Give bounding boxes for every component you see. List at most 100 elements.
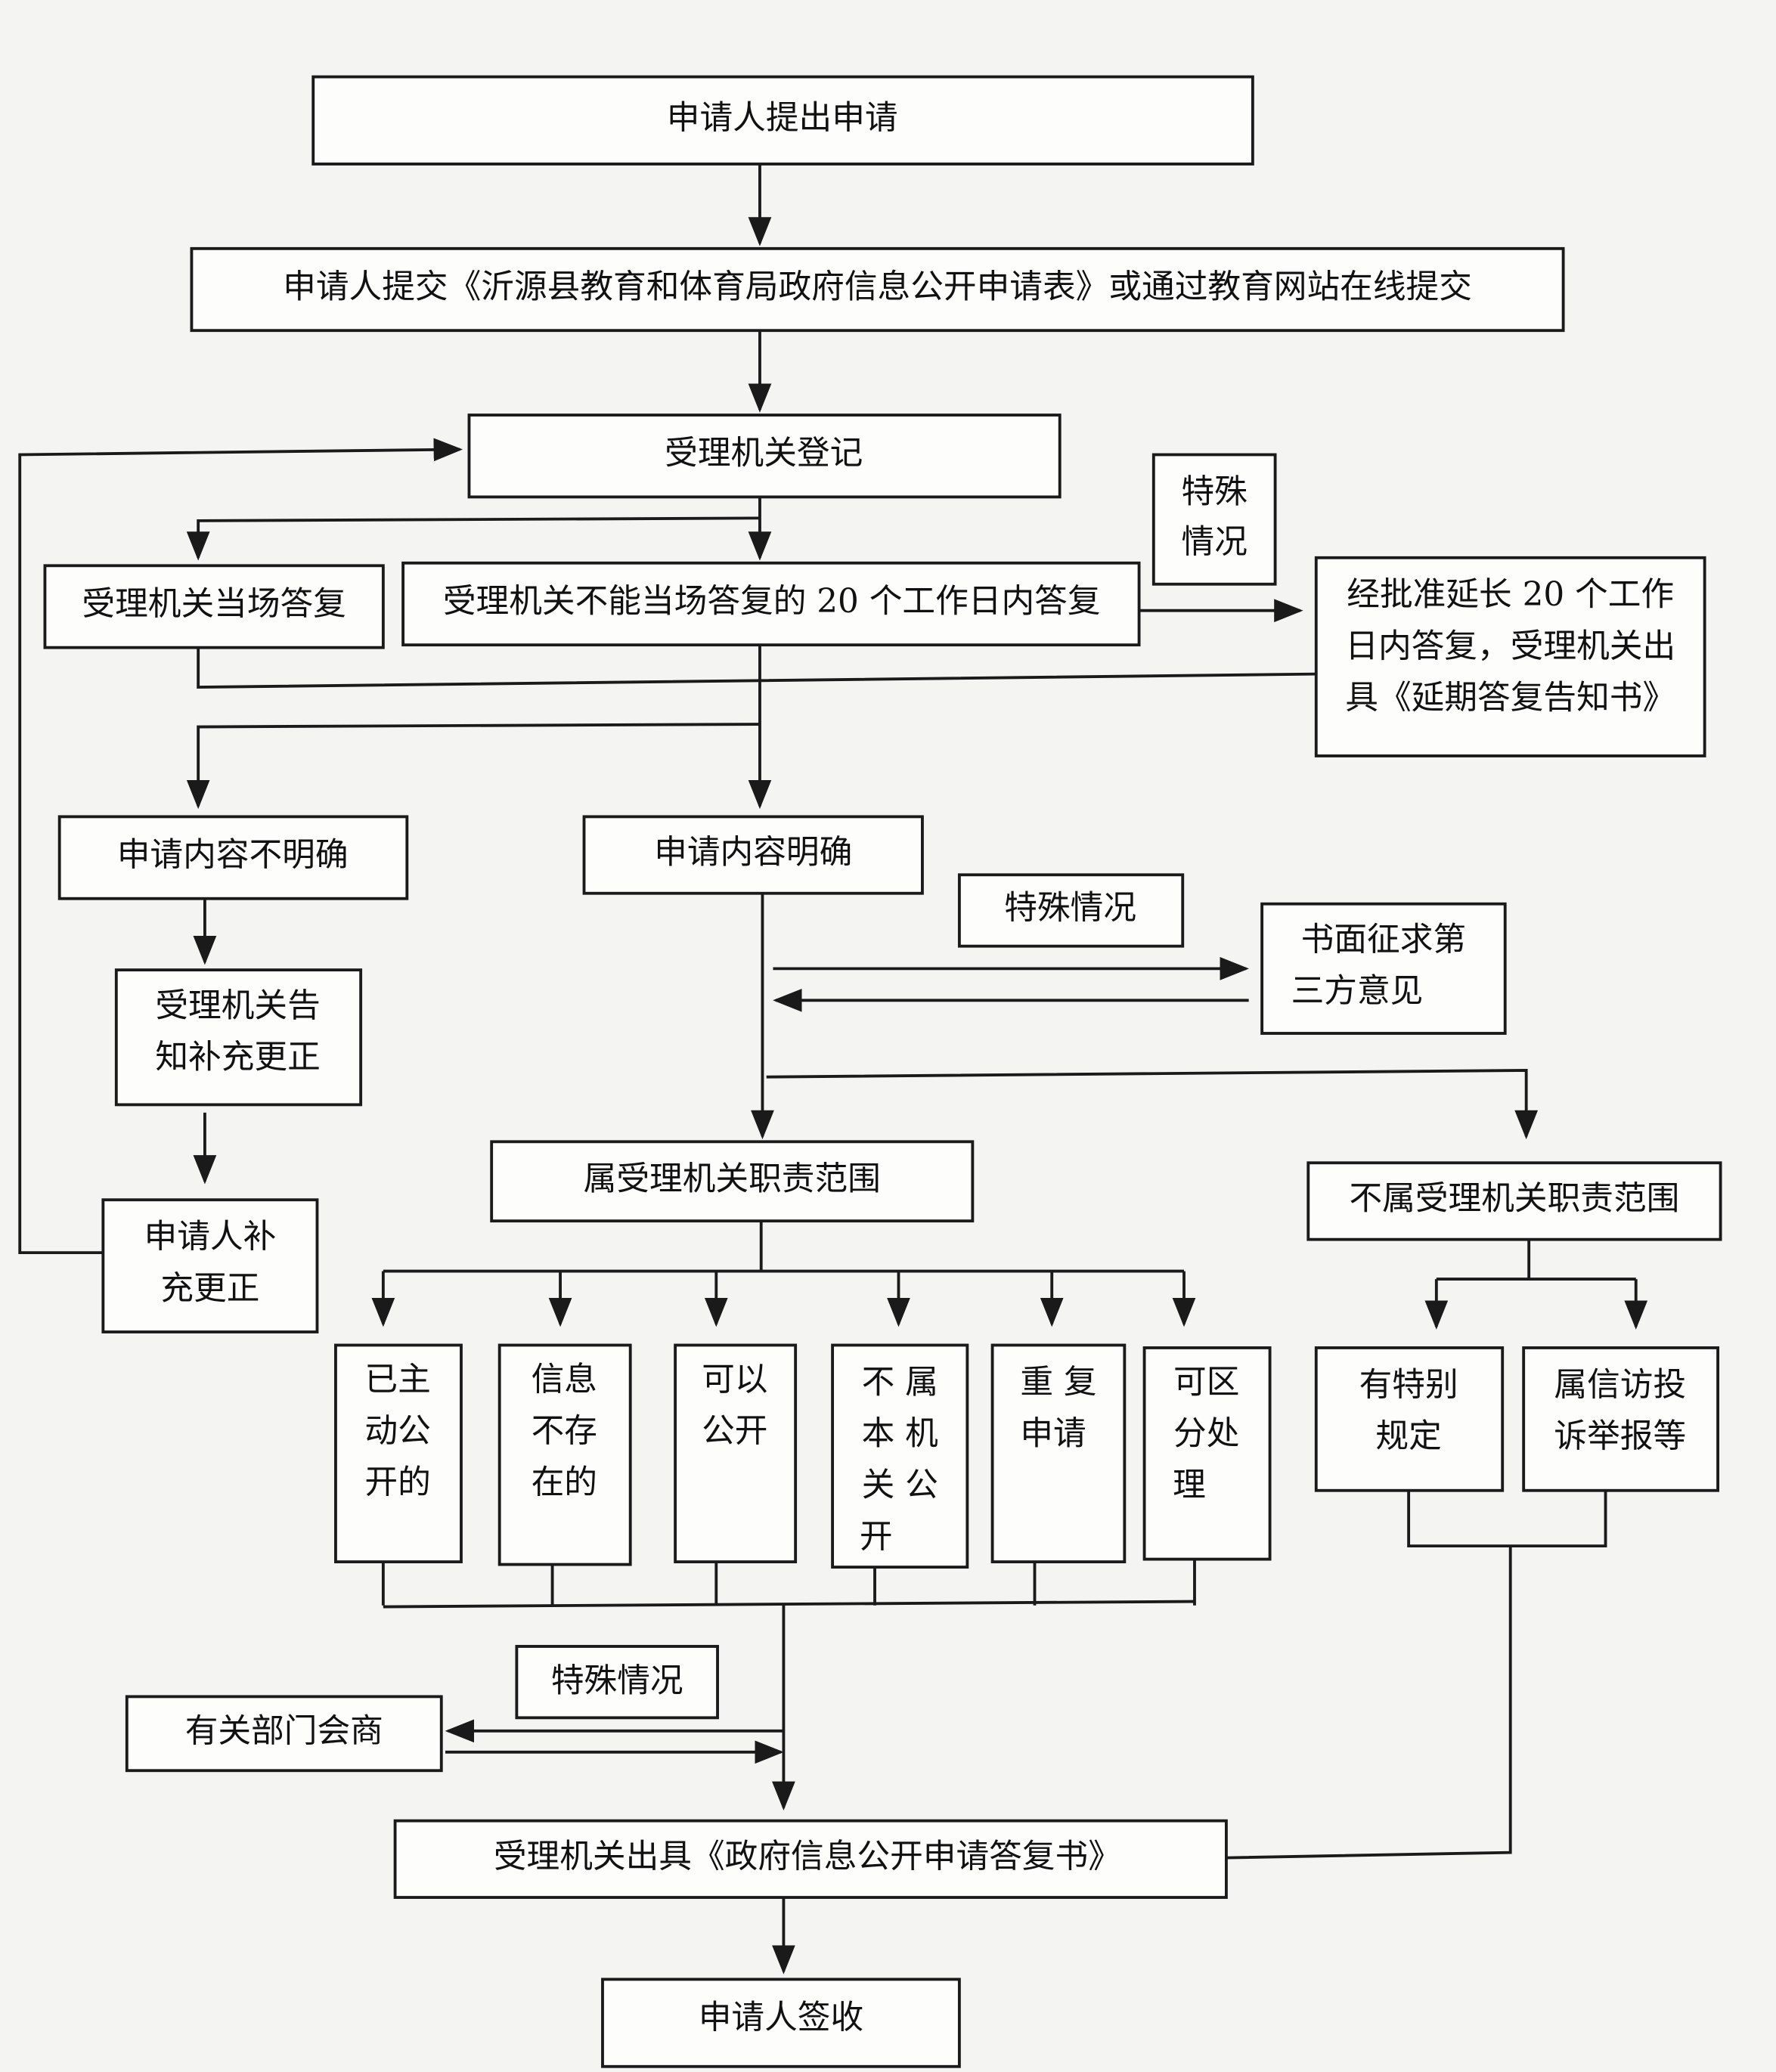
node-box [57,815,409,900]
node-label: 开 [860,1517,893,1556]
node-label: 关 公 [862,1466,938,1504]
node-label: 规定 [1375,1417,1441,1456]
node-label: 经批准延长 20 个工作 [1347,575,1674,614]
node-label: 不 属 [862,1363,938,1401]
connector-arrow [186,723,760,810]
node-box [601,1978,961,2068]
node-label: 可区 [1173,1363,1239,1401]
node-label: 理 [1173,1466,1206,1504]
node-box [1151,453,1277,586]
node-label: 有特别 [1359,1365,1458,1404]
node-label: 受理机关登记 [665,434,863,472]
node-label: 知补充更正 [155,1038,320,1076]
node-consult: 有关部门会商 [125,1695,443,1773]
node-label: 已主 [364,1360,430,1398]
node-box [43,564,385,649]
node-label: 申请人提出申请 [667,98,898,137]
node-box [1260,902,1507,1035]
node-box [990,1343,1127,1564]
connector-arrow [383,1600,1195,1609]
node-box [1522,1346,1720,1492]
node-box [582,815,924,895]
node-label: 动公 [364,1412,430,1451]
node-label: 不属受理机关职责范围 [1349,1179,1679,1218]
node-label: 受理机关出具《政府信息公开申请答复书》 [494,1837,1121,1875]
node-submit: 申请人提交《沂源县教育和体育局政府信息公开申请表》或通过教育网站在线提交 [190,246,1565,333]
node-extend: 经批准延长 20 个工作日内答复，受理机关出具《延期答复告知书》 [1314,556,1706,757]
node-label: 诉举报等 [1554,1417,1686,1456]
node-label: 开的 [364,1463,430,1502]
node-label: 分处 [1173,1414,1239,1453]
connector-arrow [197,647,1316,689]
node-box [515,1645,719,1720]
connector-arrow [1226,1546,1512,1860]
node-label: 在的 [532,1463,597,1502]
node-box [393,1819,1228,1899]
node-box [1314,556,1706,757]
node-reply-on-spot: 受理机关当场答复 [43,564,385,649]
node-unclear: 申请内容不明确 [57,815,409,900]
node-label: 特殊情况 [551,1662,683,1700]
node-label: 申请人提交《沂源县教育和体育局政府信息公开申请表》或通过教育网站在线提交 [283,268,1472,306]
node-sign: 申请人签收 [601,1978,961,2068]
node-label: 书面征求第 [1301,920,1466,959]
node-box [1306,1161,1722,1241]
node-box [190,246,1565,333]
node-label: 三方意见 [1291,972,1424,1011]
node-label: 公开 [702,1412,767,1451]
node-label: 本 机 [862,1414,938,1453]
node-out-scope: 不属受理机关职责范围 [1306,1161,1722,1241]
node-box [467,413,1062,499]
node-box [311,75,1254,166]
node-label: 重 复 [1020,1363,1096,1401]
node-label: 受理机关不能当场答复的 20 个工作日内答复 [443,582,1101,621]
node-box [101,1198,319,1333]
node-label: 受理机关告 [155,986,320,1025]
connectors [18,163,1648,1974]
node-apply: 申请人提出申请 [311,75,1254,166]
node-special-3: 特殊情况 [515,1645,719,1720]
node-box [490,1140,975,1223]
node-special-1: 特殊情况 [1151,453,1277,586]
node-label: 有关部门会商 [185,1711,383,1750]
node-label: 日内答复，受理机关出 [1345,627,1675,665]
node-box [957,873,1185,948]
node-label: 具《延期答复告知书》 [1345,679,1675,717]
node-label: 充更正 [160,1269,259,1308]
node-box [831,1343,969,1569]
connector-arrow [18,438,463,1255]
outcome-duplicate: 重 复申请 [990,1343,1127,1564]
node-label: 不存 [532,1412,597,1451]
node-box [401,561,1141,647]
node-box [114,968,363,1107]
node-box [334,1343,463,1564]
outcome-not-this-agency: 不 属本 机关 公开 [831,1343,969,1569]
node-in-scope: 属受理机关职责范围 [490,1140,975,1223]
node-label: 情况 [1182,522,1248,561]
connector-arrow [1407,1490,1607,1548]
node-box [674,1343,798,1564]
node-label: 申请人补 [144,1218,277,1256]
node-register: 受理机关登记 [467,413,1062,499]
node-box [1314,1346,1505,1492]
node-box [125,1695,443,1773]
node-label: 特殊情况 [1004,888,1136,927]
node-box [1142,1346,1272,1561]
node-clear: 申请内容明确 [582,815,924,895]
node-label: 可以 [702,1360,767,1398]
connector-arrow [766,1069,1539,1140]
node-reply-letter: 受理机关出具《政府信息公开申请答复书》 [393,1819,1228,1899]
node-label: 申请 [1020,1414,1086,1453]
node-label: 信息 [532,1360,597,1398]
node-label: 属信访投 [1554,1365,1686,1404]
